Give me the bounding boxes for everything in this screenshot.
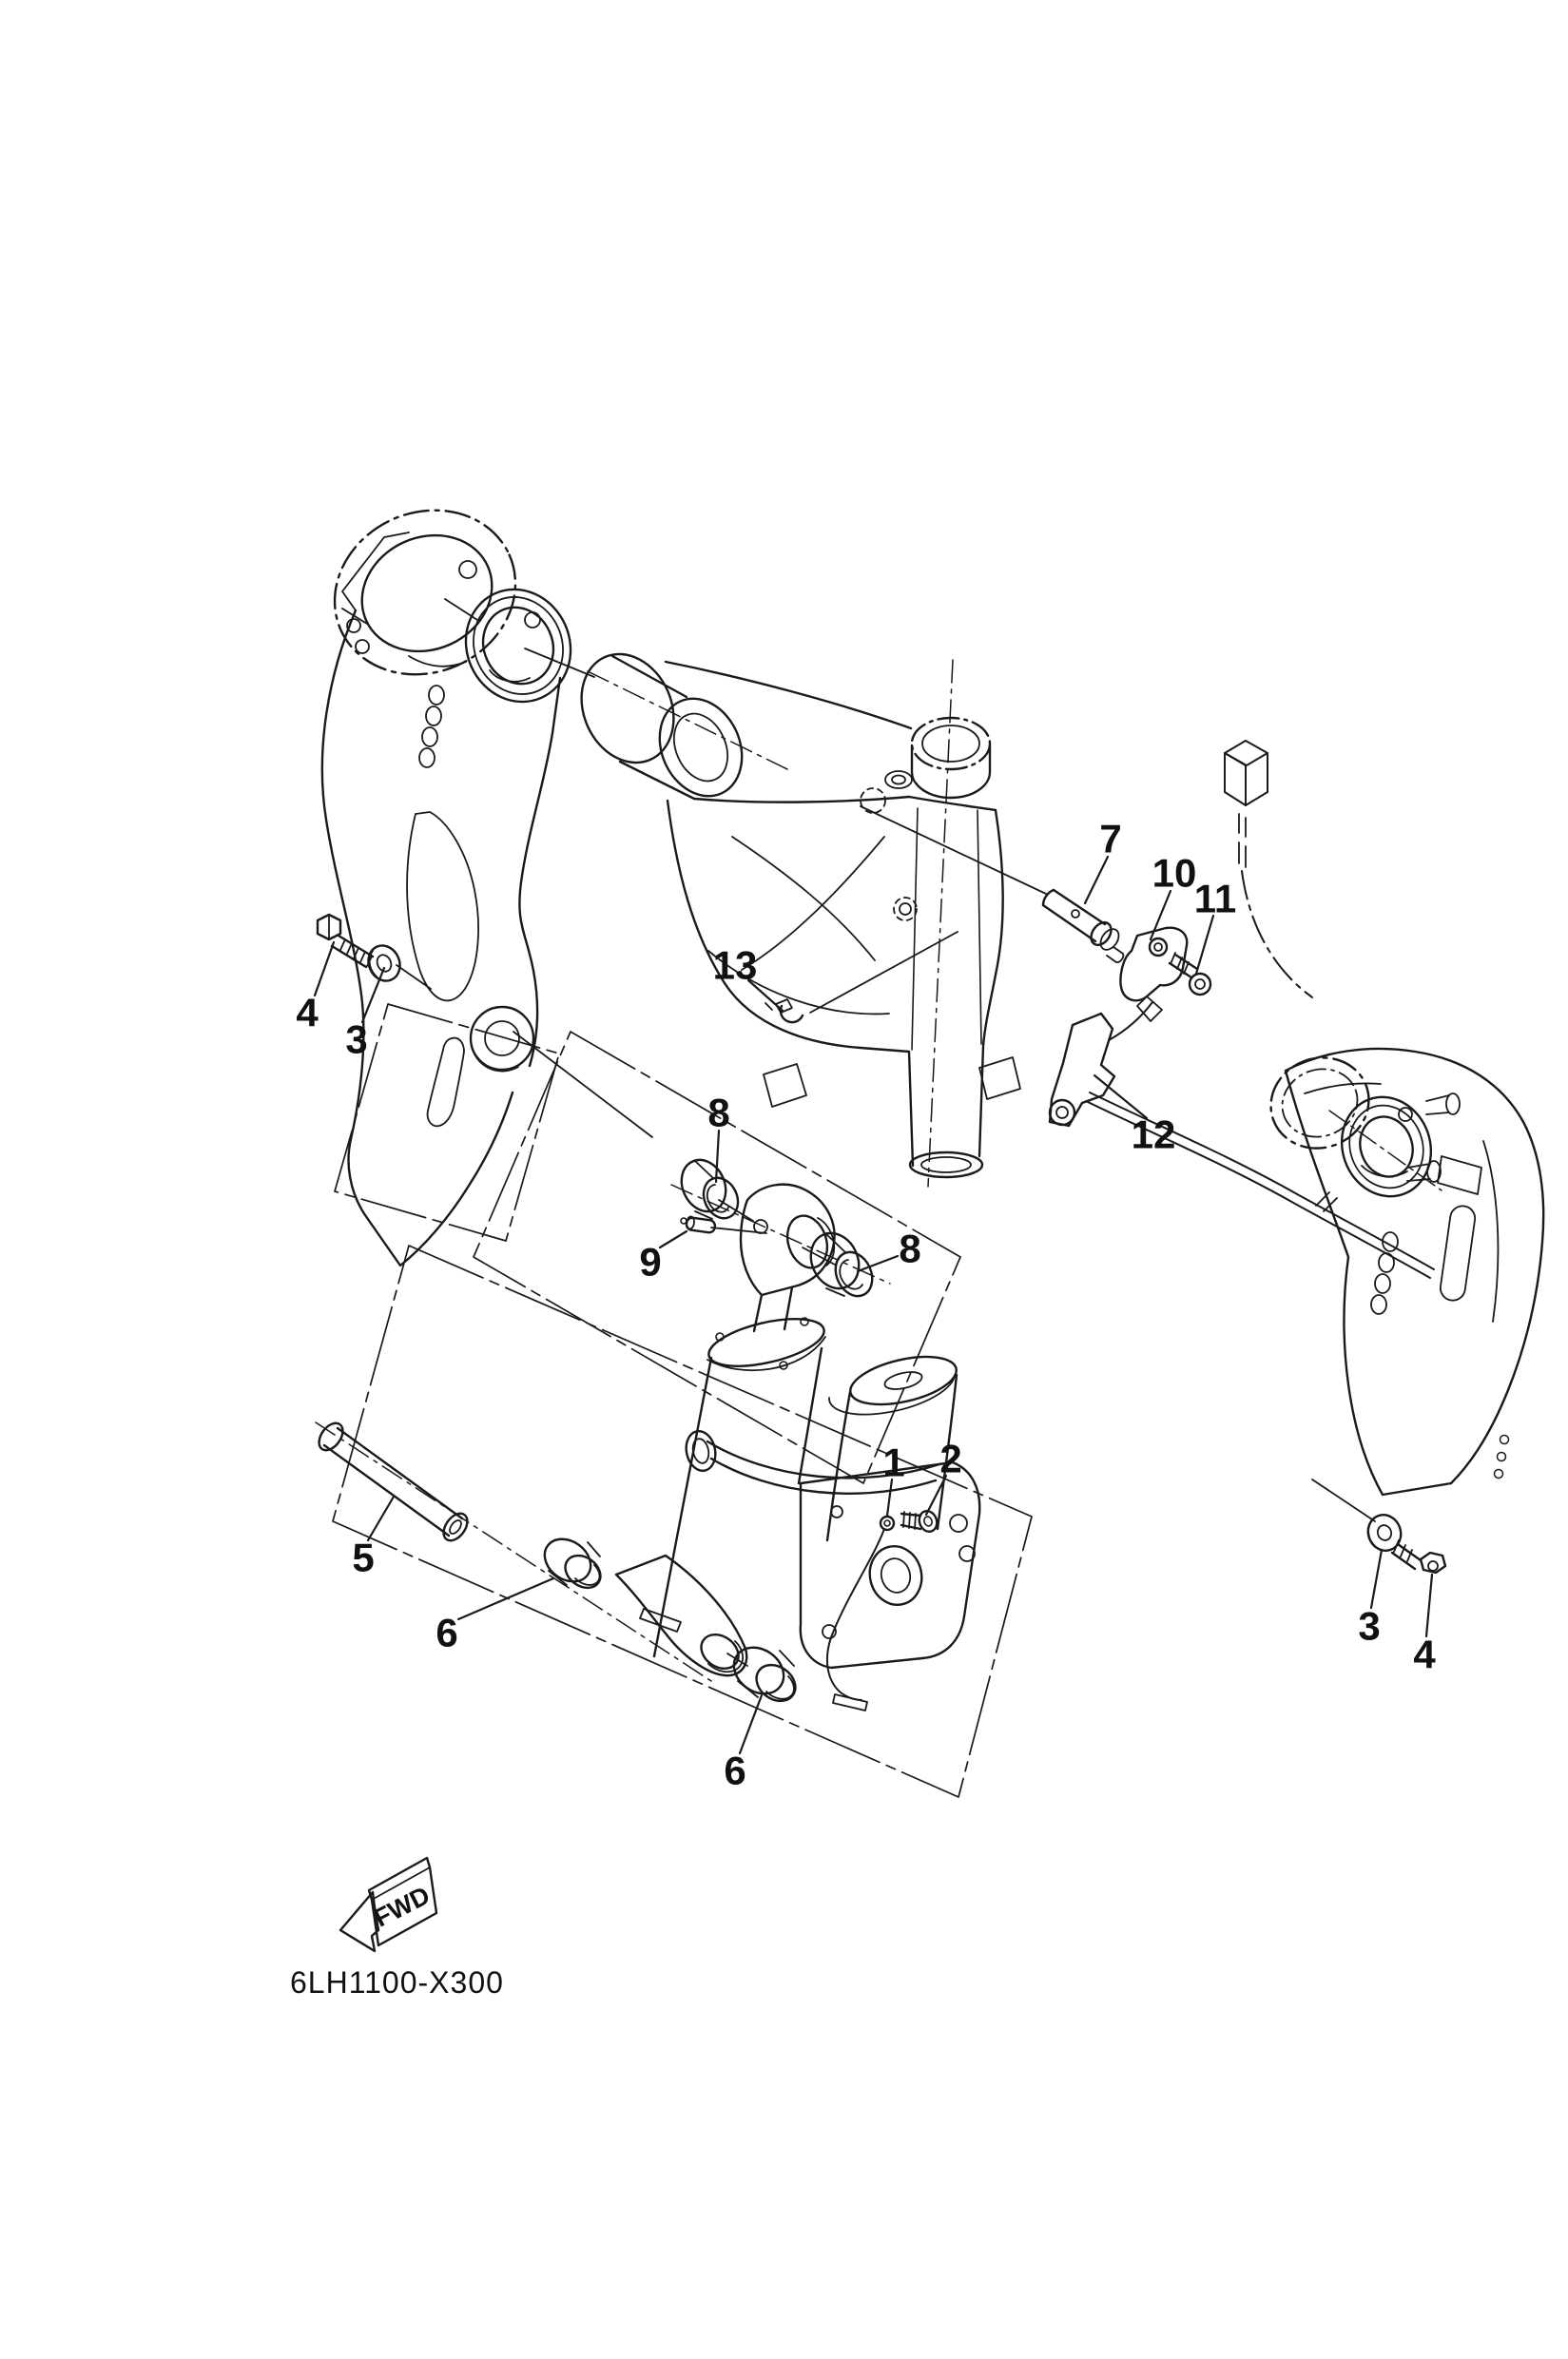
- washer-3-left: [367, 944, 401, 982]
- bolt-4-right: [1390, 1539, 1447, 1575]
- assembly-frame-cylinder: [473, 1031, 961, 1484]
- callout-leader-6-upper: [456, 1576, 555, 1621]
- callout-leader-12: [1093, 1073, 1149, 1120]
- callout-number-4-left: 4: [296, 991, 319, 1035]
- callout-leader-5: [366, 1495, 396, 1542]
- sensor-bolt-11: [1168, 952, 1212, 996]
- pin-bushing-6-upper: [543, 1537, 602, 1590]
- part-code: 6LH1100-X300: [290, 1965, 504, 2000]
- port-clamp-bracket: [320, 509, 572, 1267]
- callout-leader-13: [746, 978, 784, 1013]
- callout-leader-9: [658, 1229, 688, 1249]
- callout-number-2: 2: [939, 1437, 961, 1481]
- callout-number-13: 13: [713, 943, 758, 988]
- callout-number-7: 7: [1099, 817, 1121, 861]
- cylinder-bushing-8-upper: [680, 1158, 740, 1220]
- callout-number-4-right: 4: [1413, 1633, 1436, 1677]
- tilt-stop-rod-7: [1041, 888, 1125, 963]
- callout-number-10: 10: [1152, 851, 1197, 896]
- callout-leader-10: [1149, 889, 1172, 941]
- manual-valve-screw-1: [825, 1515, 896, 1711]
- callout-number-11: 11: [1194, 877, 1236, 921]
- trim-sensor-10: [1119, 926, 1189, 1022]
- swivel-bracket: [580, 652, 1021, 1188]
- washer-3-right: [1366, 1514, 1403, 1552]
- callout-leader-2: [924, 1474, 948, 1517]
- callout-number-9: 9: [639, 1240, 661, 1285]
- assembly-lines: [315, 598, 1376, 1682]
- pin-bushing-6-lower: [732, 1646, 797, 1703]
- callout-leader-4-right: [1424, 1573, 1434, 1638]
- callout-number-3-right: 3: [1358, 1604, 1380, 1649]
- callout-number-12: 12: [1132, 1112, 1176, 1157]
- sensor-retainer-12: [1048, 1012, 1116, 1128]
- callout-number-1: 1: [882, 1441, 904, 1485]
- pivot-pin-5: [318, 1421, 469, 1542]
- fwd-arrow: [339, 1856, 438, 1953]
- callout-leader-1: [885, 1478, 894, 1518]
- callout-leader-3-right: [1369, 1548, 1384, 1610]
- callout-leader-6-lower: [738, 1693, 764, 1755]
- assembly-frame-left: [334, 1003, 560, 1242]
- assembly-frame-lower: [332, 1245, 1033, 1798]
- callout-number-6-lower: 6: [724, 1749, 745, 1793]
- callout-leader-3-left: [360, 966, 386, 1024]
- callout-number-6-upper: 6: [436, 1611, 457, 1655]
- callout-leader-7: [1083, 855, 1110, 905]
- callout-leader-8-upper: [714, 1129, 721, 1184]
- power-trim-tilt-unit: [614, 1183, 981, 1677]
- callout-leader-8-lower: [856, 1254, 900, 1273]
- sensor-wire-harness: [1085, 740, 1435, 1279]
- screw-2: [900, 1510, 939, 1533]
- callout-leader-4-left: [313, 940, 336, 997]
- bolt-4-left: [316, 913, 375, 969]
- callout-leader-11: [1194, 914, 1215, 976]
- wire-clamp-13: [765, 998, 804, 1024]
- fwd-label: FWD: [369, 1881, 434, 1933]
- cylinder-bushing-8-lower: [809, 1231, 874, 1298]
- callout-number-3-left: 3: [345, 1017, 367, 1062]
- callout-number-8-lower: 8: [899, 1227, 920, 1271]
- starboard-clamp-bracket: [1269, 1047, 1545, 1497]
- pivot-pin-9: [680, 1215, 717, 1234]
- callout-number-5: 5: [352, 1536, 374, 1580]
- callout-number-8-upper: 8: [707, 1091, 729, 1135]
